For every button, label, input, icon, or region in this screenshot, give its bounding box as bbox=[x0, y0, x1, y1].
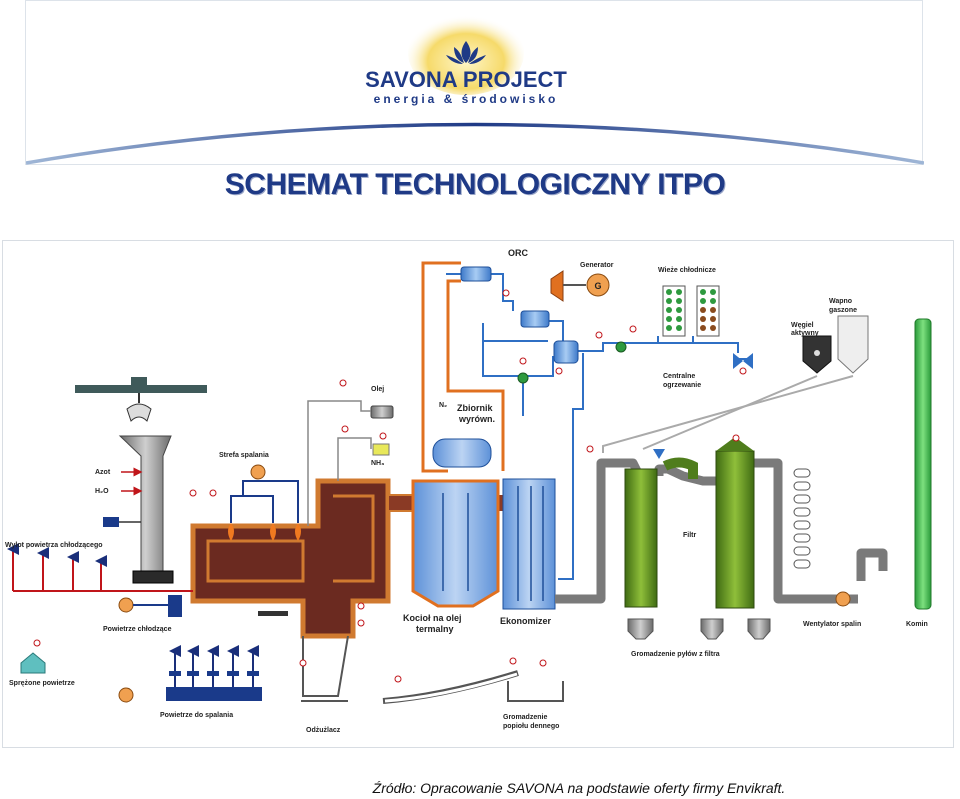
cooling-air-label: Powietrze chłodzące bbox=[103, 626, 172, 633]
brand-name: SAVONA PROJECT bbox=[365, 67, 567, 92]
orc-condenser bbox=[553, 340, 579, 364]
dust-collection-label: Gromadzenie pyłów z filtra bbox=[631, 651, 720, 658]
thermal-oil-boiler bbox=[411, 479, 500, 608]
burner-flame-icon bbox=[228, 523, 301, 541]
lime-label-2: gaszone bbox=[829, 307, 857, 314]
lotus-icon bbox=[446, 41, 486, 64]
flue-fan-icon bbox=[835, 591, 851, 607]
water-label: H₂O bbox=[95, 488, 109, 495]
activated-carbon-label-1: Węgiel bbox=[791, 322, 814, 329]
compressed-air-label: Sprężone powietrze bbox=[9, 680, 75, 687]
silo-icon bbox=[802, 315, 869, 374]
orc-recuperator bbox=[520, 310, 550, 328]
source-caption: Źródło: Opracowanie SAVONA na podstawie … bbox=[372, 780, 786, 796]
air-manifold bbox=[166, 687, 262, 701]
flue-fan-label: Wentylator spalin bbox=[803, 621, 861, 628]
nh3-label: NH₃ bbox=[371, 460, 384, 467]
reactor-column bbox=[624, 468, 658, 608]
expansion-tank bbox=[432, 438, 492, 468]
boiler-label-1: Kocioł na olej bbox=[403, 613, 462, 623]
orc-label: ORC bbox=[508, 248, 529, 258]
cooling-air-fan-icon bbox=[118, 597, 134, 613]
logo-graphic: SAVONA PROJECT energia & środowisko bbox=[25, 11, 925, 165]
compressor-icon bbox=[20, 652, 46, 674]
process-diagram-svg: ORC G Generator Wieże chłodnicze Ce bbox=[5, 248, 932, 734]
combustion-air-fan-icon bbox=[118, 687, 134, 703]
filter-column bbox=[715, 450, 755, 609]
central-heating-label-1: Centralne bbox=[663, 373, 695, 380]
bottom-ash-label-2: popiołu dennego bbox=[503, 723, 559, 730]
lime-label-1: Wapno bbox=[829, 298, 852, 305]
orc-turbine bbox=[550, 270, 564, 302]
generator-symbol: G bbox=[594, 281, 601, 291]
flue-gas-duct bbox=[555, 458, 888, 604]
cooling-air-outlet-label: Wylot powietrza chłodzącego bbox=[5, 542, 103, 549]
orc-evaporator bbox=[460, 266, 492, 282]
combustion-zone-label: Strefa spalania bbox=[219, 452, 269, 459]
fan-icon bbox=[250, 464, 266, 480]
valve-icon bbox=[733, 353, 753, 369]
thermal-oil-loop bbox=[421, 261, 505, 473]
nitrogen-label: Azot bbox=[95, 469, 111, 476]
cyclone-hopper-icon bbox=[627, 618, 771, 640]
bottom-ash-label-1: Gromadzenie bbox=[503, 714, 547, 721]
ash-conveyor bbox=[382, 670, 519, 704]
header-arc bbox=[25, 122, 925, 165]
economizer-label: Ekonomizer bbox=[500, 616, 552, 626]
brand-tagline: energia & środowisko bbox=[374, 92, 559, 106]
economizer bbox=[502, 478, 556, 610]
deslagger bbox=[302, 635, 349, 697]
crane-grab-icon bbox=[75, 377, 207, 422]
cooling-towers-label: Wieże chłodnicze bbox=[658, 267, 716, 274]
central-heating-label-2: ogrzewanie bbox=[663, 382, 701, 389]
stack-column bbox=[914, 318, 932, 610]
deslagger-label: Odżużlacz bbox=[306, 727, 341, 734]
header-banner: SAVONA PROJECT energia & środowisko bbox=[25, 0, 925, 165]
cooling-towers bbox=[662, 285, 720, 337]
oil-label: Olej bbox=[371, 386, 384, 393]
combustion-air-label: Powietrze do spalania bbox=[160, 712, 233, 719]
page-title: SCHEMAT TECHNOLOGICZNY ITPO bbox=[224, 168, 726, 201]
feed-hopper bbox=[118, 435, 172, 572]
n2-label: N₂ bbox=[439, 402, 447, 409]
filter-label: Filtr bbox=[683, 532, 696, 539]
activated-carbon-label-2: aktywny bbox=[791, 330, 819, 337]
stack-label: Komin bbox=[906, 621, 928, 628]
generator-label: Generator bbox=[580, 262, 614, 269]
pump-icon bbox=[517, 341, 627, 384]
generator-icon: G bbox=[586, 273, 610, 297]
tank-label-2: wyrówn. bbox=[458, 414, 495, 424]
process-diagram: ORC G Generator Wieże chłodnicze Ce bbox=[2, 240, 954, 748]
tank-label-1: Zbiornik bbox=[457, 403, 493, 413]
boiler-label-2: termalny bbox=[416, 624, 454, 634]
